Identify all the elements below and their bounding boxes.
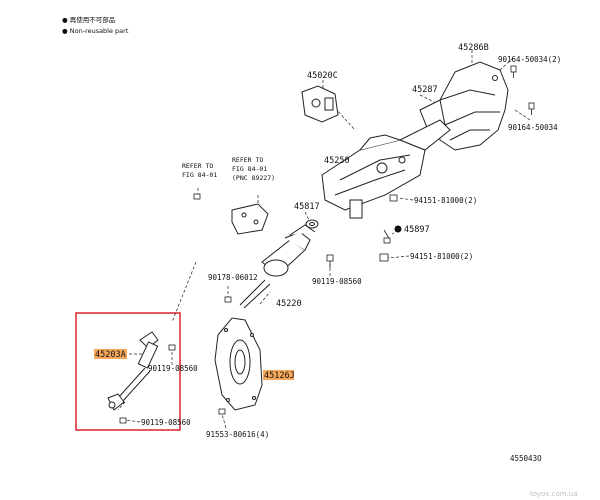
refer2-line2: FIG 84-01: [232, 165, 267, 173]
label-45286B: 45286B: [458, 43, 489, 53]
refer2-line3: (PNC 89227): [232, 174, 275, 182]
watermark: toyox.com.ua: [530, 490, 578, 498]
legend-line-2: ● Non-reusable part: [62, 27, 129, 35]
label-90164-50034: 90164-50034: [508, 123, 558, 132]
label-90178-06012: 90178-06012: [208, 273, 258, 282]
refer2-line1: REFER TO: [232, 156, 263, 164]
label-90119-08560-mid: 90119-08560: [148, 364, 198, 373]
label-45287: 45287: [412, 85, 438, 95]
refer1-line2: FIG 84-01: [182, 171, 217, 179]
bolt-refer-fig: [193, 193, 201, 200]
highlight-45203A: [94, 349, 127, 359]
bolt-90119-08560-bot: [119, 417, 127, 424]
bolt-90178-06012: [224, 296, 232, 303]
washer-45817: [305, 219, 319, 229]
refer1-line1: REFER TO: [182, 162, 213, 170]
label-94151-81000-2b: 94151-81000(2): [410, 252, 473, 261]
bracket-refer-fig-84-01: [231, 203, 269, 235]
label-90119-08560-bot: 90119-08560: [141, 418, 191, 427]
label-45250: 45250: [324, 156, 350, 166]
intermediate-shaft-45203A: [107, 331, 159, 411]
label-94151-81000-2a: 94151-81000(2): [414, 196, 477, 205]
label-45126J[interactable]: 45126J: [264, 371, 295, 381]
legend-line-1: ● 再使用不可部品: [62, 15, 115, 24]
bolt-45897: [383, 229, 391, 244]
label-45897: 45897: [404, 225, 430, 235]
highlight-box: [75, 312, 181, 431]
bolt-91553-80616: [218, 408, 226, 415]
steering-column-45250: [321, 119, 451, 219]
bolt-90119-08560-top: [326, 254, 334, 268]
bolt-90119-08560-mid: [168, 344, 176, 351]
shaft-45220: [239, 224, 316, 309]
screw-90164-50034: [528, 102, 535, 115]
highlight-45126J: [263, 370, 294, 380]
screw-90164-50034-2: [510, 65, 517, 78]
label-45817: 45817: [294, 202, 320, 212]
cover-45126J: [214, 317, 263, 411]
label-90119-08560-top: 90119-08560: [312, 277, 362, 286]
switch-45020C: [301, 85, 339, 123]
label-91553-80616-4: 91553-80616(4): [206, 430, 269, 439]
label-45020C: 45020C: [307, 71, 338, 81]
label-45203A[interactable]: 45203A: [95, 350, 126, 360]
nut-94151-81000-b: [379, 253, 389, 262]
diagram-id: 455043O: [510, 454, 542, 463]
nut-94151-81000-a: [389, 194, 398, 202]
label-45220: 45220: [276, 299, 302, 309]
non-reusable-45897: [394, 225, 402, 233]
label-90164-50034-2: 90164-50034(2): [498, 55, 561, 64]
